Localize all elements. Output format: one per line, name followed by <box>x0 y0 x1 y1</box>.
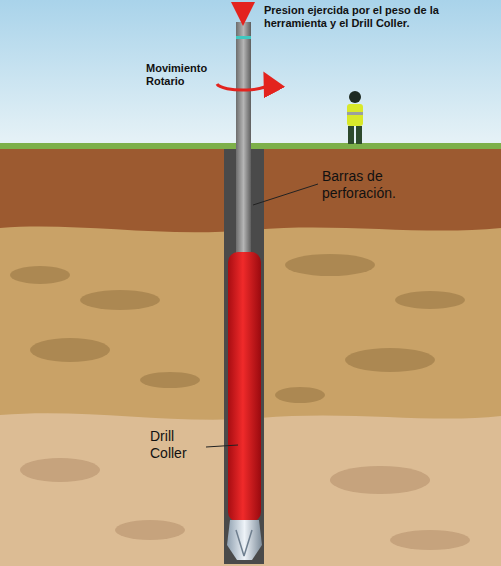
part-name: Drill Coller <box>150 428 206 462</box>
part-name: Barras de perforación. <box>322 168 442 202</box>
worker-figure <box>347 91 363 144</box>
rotation-label: Movimiento Rotario <box>146 62 216 88</box>
pressure-note: Presion ejercida por el peso de la herra… <box>264 4 492 30</box>
